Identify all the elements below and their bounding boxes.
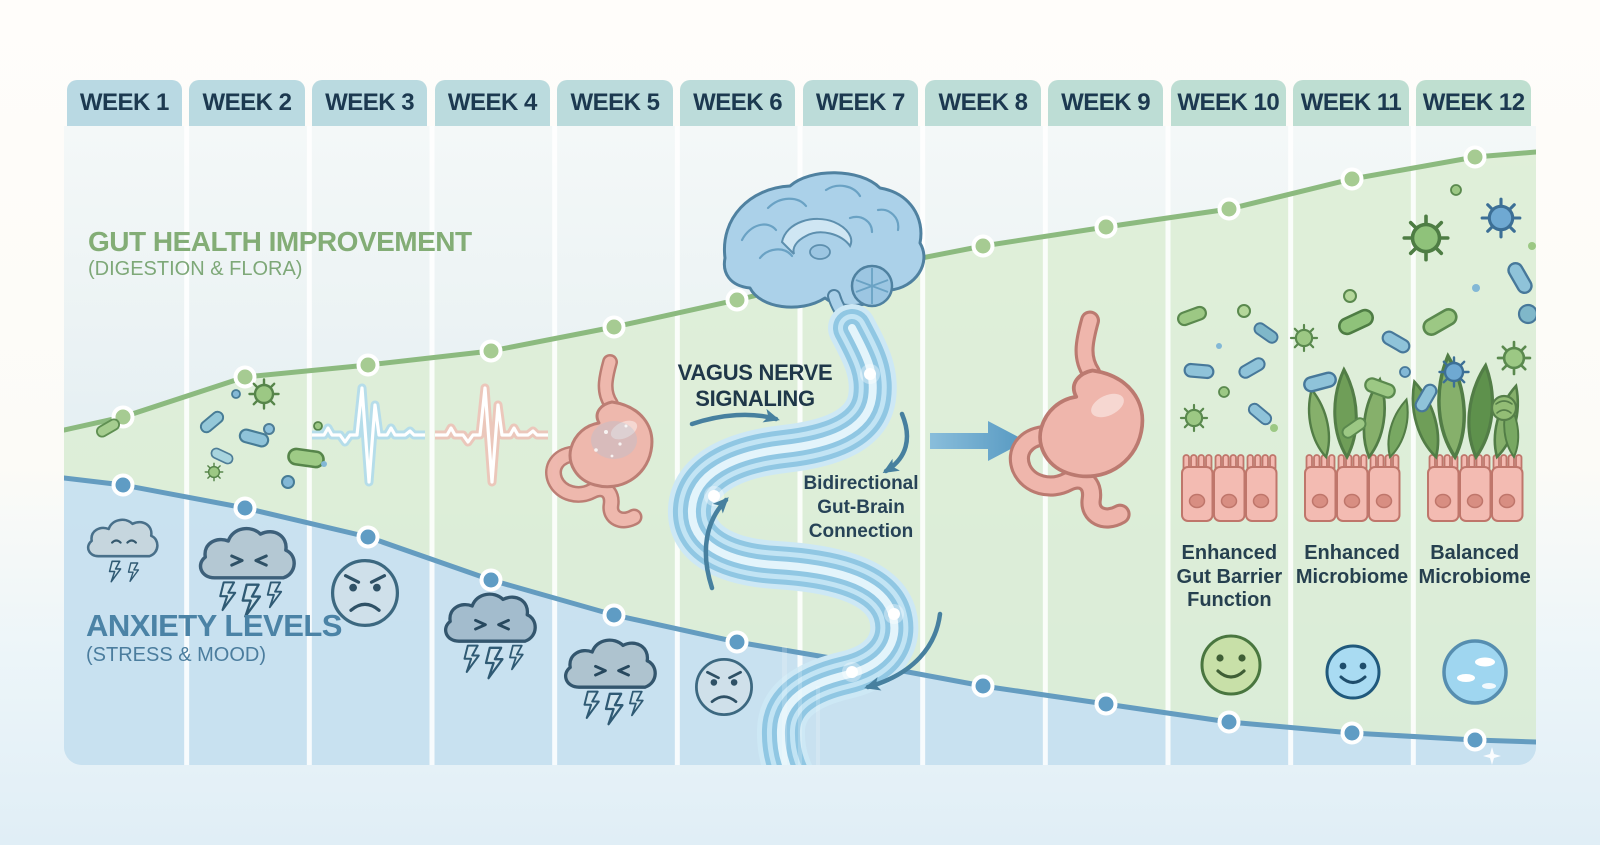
anxiety-dot-week-1 bbox=[111, 473, 135, 497]
week-tab-12: WEEK 12 bbox=[1415, 80, 1532, 126]
anxiety-trend-line bbox=[64, 475, 1536, 745]
column-separator bbox=[1165, 126, 1171, 765]
anxiety-dot-week-3 bbox=[356, 525, 380, 549]
bacteria-cluster-week1 bbox=[94, 416, 275, 467]
storm-cloud-week1 bbox=[86, 518, 159, 583]
gut-dot-week-2 bbox=[233, 365, 257, 389]
gut-epithelium-week12 bbox=[1427, 454, 1524, 522]
week-tab-6: WEEK 6 bbox=[679, 80, 796, 126]
gut-dot-week-4 bbox=[479, 339, 503, 363]
gut-health-title: GUT HEALTH IMPROVEMENT bbox=[88, 226, 472, 257]
light-streaks bbox=[782, 646, 820, 765]
gut-epithelium-week10 bbox=[1181, 454, 1278, 522]
gut-dot-week-11 bbox=[1340, 167, 1364, 191]
curved-arrow-down-left-icon bbox=[864, 611, 943, 691]
vagus-nerve-ribbon bbox=[668, 304, 919, 765]
bacteria-cluster-week2 bbox=[197, 378, 327, 489]
microbiome-week10 bbox=[1175, 304, 1281, 433]
happy-face-green-icon bbox=[1200, 634, 1262, 696]
gut-dot-week-3 bbox=[356, 353, 380, 377]
week-tab-8: WEEK 8 bbox=[925, 80, 1041, 126]
signal-glow-dots bbox=[704, 364, 904, 682]
anxiety-dot-week-5 bbox=[602, 603, 626, 627]
angry-face-week6 bbox=[695, 658, 753, 716]
scene-svg bbox=[64, 126, 1536, 765]
column-separator bbox=[674, 126, 680, 765]
anxiety-dot-week-9 bbox=[1094, 692, 1118, 716]
anxiety-dot-week-12 bbox=[1463, 728, 1487, 752]
anxiety-axis-label: ANXIETY LEVELS (STRESS & MOOD) bbox=[86, 608, 343, 667]
anxiety-dot-week-10 bbox=[1217, 710, 1241, 734]
week-tab-7: WEEK 7 bbox=[802, 80, 919, 126]
stomach-week5 bbox=[554, 362, 652, 520]
anxiety-dot-week-2 bbox=[233, 496, 257, 520]
column-separator bbox=[552, 126, 558, 765]
angry-face-week3 bbox=[330, 558, 400, 628]
curved-arrow-down-icon bbox=[882, 411, 910, 474]
week-tab-5: WEEK 5 bbox=[557, 80, 673, 126]
gut-health-axis-label: GUT HEALTH IMPROVEMENT (DIGESTION & FLOR… bbox=[88, 226, 472, 281]
trend-dots bbox=[111, 145, 1487, 752]
column-separator bbox=[1410, 126, 1416, 765]
anxiety-title: ANXIETY LEVELS bbox=[86, 608, 343, 643]
gut-dot-week-5 bbox=[602, 315, 626, 339]
column-separator bbox=[920, 126, 926, 765]
column-separator bbox=[429, 126, 435, 765]
week-tab-2: WEEK 2 bbox=[189, 80, 305, 126]
curved-arrows bbox=[689, 408, 943, 691]
right-arrow-week8 bbox=[930, 421, 1026, 461]
gut-epithelium-week11 bbox=[1304, 454, 1401, 522]
week-tab-1: WEEK 1 bbox=[66, 80, 183, 126]
column-separator bbox=[184, 126, 190, 765]
gut-health-subtitle: (DIGESTION & FLORA) bbox=[88, 258, 303, 281]
gut-dot-week-6 bbox=[725, 288, 749, 312]
week-tab-11: WEEK 11 bbox=[1293, 80, 1409, 126]
curved-arrow-up-icon bbox=[703, 497, 729, 591]
brain-icon bbox=[722, 171, 926, 337]
anxiety-dot-week-8 bbox=[971, 674, 995, 698]
storm-cloud-week5 bbox=[563, 638, 657, 726]
week-tab-3: WEEK 3 bbox=[311, 80, 428, 126]
column-separator bbox=[1288, 126, 1294, 765]
microbiome-week11 bbox=[1289, 289, 1413, 441]
microbiome-week12 bbox=[1402, 184, 1536, 422]
week-tab-9: WEEK 9 bbox=[1047, 80, 1164, 126]
chart-body: GUT HEALTH IMPROVEMENT (DIGESTION & FLOR… bbox=[64, 126, 1536, 765]
curved-arrow-right-icon bbox=[689, 408, 780, 427]
anxiety-dot-week-6 bbox=[725, 630, 749, 654]
week-tab-4: WEEK 4 bbox=[434, 80, 551, 126]
gut-dot-week-9 bbox=[1094, 215, 1118, 239]
sparkle-icon bbox=[1483, 747, 1501, 765]
column-separator bbox=[306, 126, 312, 765]
illustrations bbox=[86, 171, 1536, 765]
storm-cloud-week4 bbox=[443, 592, 537, 680]
gut-dot-week-8 bbox=[971, 234, 995, 258]
week-tab-10: WEEK 10 bbox=[1170, 80, 1287, 126]
gut-dot-week-12 bbox=[1463, 145, 1487, 169]
anxiety-subtitle: (STRESS & MOOD) bbox=[86, 643, 267, 666]
anxiety-dot-week-11 bbox=[1340, 721, 1364, 745]
gut-dot-week-10 bbox=[1217, 197, 1241, 221]
happy-face-blue-icon bbox=[1325, 644, 1381, 700]
storm-cloud-week2 bbox=[198, 526, 296, 618]
calm-sky-icon bbox=[1442, 639, 1508, 705]
anxiety-dot-week-4 bbox=[479, 568, 503, 592]
